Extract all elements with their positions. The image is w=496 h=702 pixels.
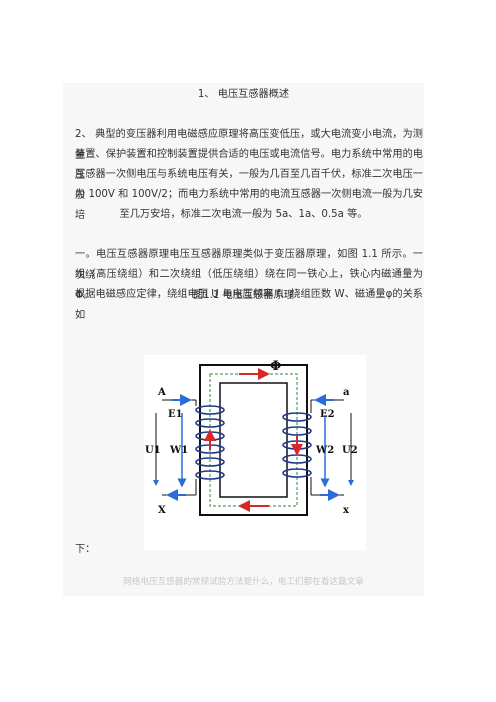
label-U1: U1 xyxy=(145,445,161,456)
related-article-link[interactable]: 网络电压互感器的常规试验方法是什么，电工们都在看这篇文章 xyxy=(123,577,364,587)
para2-line-3: 根据电磁感应定律，绕组电压 U 与电压频率 f、绕组匝数 W、磁通量φ的关系如 xyxy=(75,289,423,321)
label-E2: E2 xyxy=(320,409,335,420)
label-A: A xyxy=(157,387,166,398)
label-W2: W2 xyxy=(315,445,334,456)
para1-line-1: 2、 典型的变压器利用电磁感应原理将高压变低压，或大电流变小电流，为测量 xyxy=(75,129,423,161)
transformer-diagram: A X a x E1 W1 U1 E2 W2 U2 Φ xyxy=(144,355,366,550)
label-W1: W1 xyxy=(169,445,188,456)
label-a: a xyxy=(343,387,350,398)
label-X: X xyxy=(158,505,166,516)
section-heading: 1、 电压互感器概述 xyxy=(197,89,290,100)
para1-line-2: 装置、保护装置和控制装置提供合适的电压或电流信号。电力系统中常用的电压 xyxy=(75,149,423,181)
para2-tail: 下： xyxy=(75,544,96,555)
para1-last-line: 至几万安培，标准二次电流一般为 5a、1a、0.5a 等。 xyxy=(119,209,368,220)
label-phi: Φ xyxy=(270,359,281,374)
figure-caption: 图1.1 电压互感器原理 xyxy=(193,290,294,301)
flux-path xyxy=(209,373,298,507)
document-panel: 1、 电压互感器概述 2、 典型的变压器利用电磁感应原理将高压变低压，或大电流变… xyxy=(63,83,424,596)
transformer-diagram-svg: A X a x E1 W1 U1 E2 W2 U2 Φ xyxy=(145,359,358,516)
core-outer xyxy=(199,364,308,516)
para1-line-3: 互感器一次侧电压与系统电压有关，一般为几百至几百千伏，标准二次电压一般 xyxy=(75,169,423,201)
para2-line-1: 一。电压互感器原理电压互感器原理类似于变压器原理，如图 1.1 所示。一次绕 xyxy=(75,249,423,281)
label-U2: U2 xyxy=(342,445,358,456)
label-x: x xyxy=(343,505,350,516)
para2-line-2: 组（高压绕组）和二次绕组（低压绕组）绕在同一铁心上，铁心内磁通量为Φ。 xyxy=(75,269,423,301)
core-inner xyxy=(219,382,288,498)
label-E1: E1 xyxy=(168,409,183,420)
para1-line-4: 为 100V 和 100V/2；而电力系统中常用的电流互感器一次侧电流一般为几安… xyxy=(75,189,423,221)
